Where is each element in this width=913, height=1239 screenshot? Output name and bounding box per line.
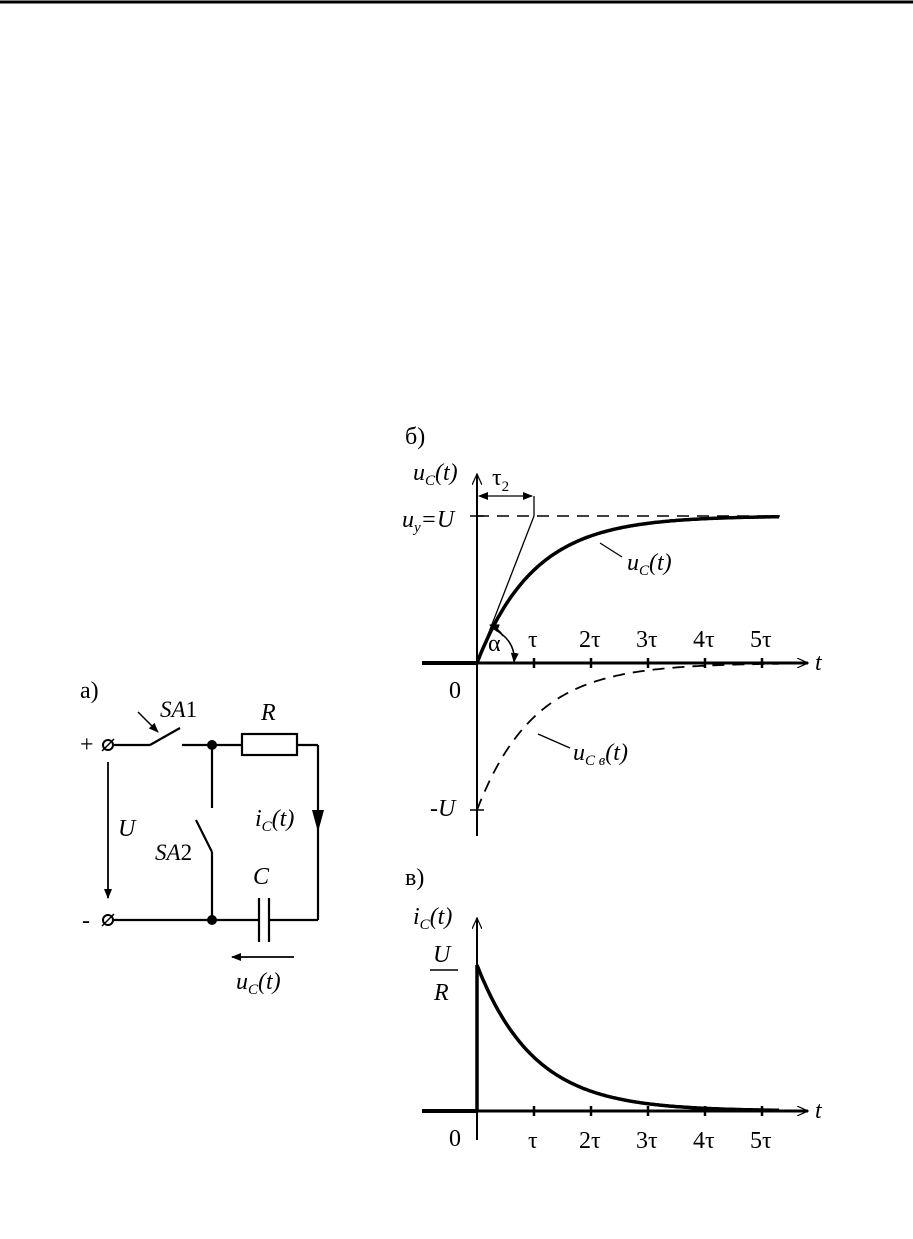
current-chart-ytick-num: U [433, 942, 452, 968]
capacitor-label: C [253, 864, 270, 890]
x-tick-label-1: τ [528, 1128, 538, 1154]
panel-label-b: б) [405, 424, 425, 450]
voltage-chart-origin: 0 [449, 678, 461, 704]
ucv-curve [477, 664, 779, 810]
minus-terminal-label: - [82, 908, 90, 934]
current-label: iC(t) [255, 806, 294, 835]
x-tick-label-3: 3τ [636, 1128, 658, 1154]
current-chart-ylabel: iC(t) [413, 904, 452, 933]
voltage-chart-ytick-top: uy=U [402, 507, 456, 536]
current-chart-ytick-den: R [433, 980, 449, 1006]
switch-sa1-arrow [138, 712, 158, 732]
switch-sa2-label: SA2 [155, 840, 192, 865]
circuit-diagram: а) + - SA1 R iC(t) SA2 C [80, 678, 324, 998]
x-tick-label-2: 2τ [579, 1128, 601, 1154]
current-chart-ticks: τ 2τ 3τ 4τ 5τ [528, 1106, 772, 1154]
switch-sa1-label: SA1 [160, 697, 197, 722]
x-tick-label-4: 4τ [693, 1128, 715, 1154]
x-tick-label-4: 4τ [693, 627, 715, 653]
source-voltage-label: U [118, 816, 137, 842]
switch-sa2-blade [196, 820, 212, 852]
current-chart-origin: 0 [449, 1126, 461, 1152]
plus-terminal-label: + [80, 732, 94, 758]
voltage-chart: б) uC(t) t 0 uy=U -U τ2 α uC(t) uC в(t) … [402, 424, 823, 836]
resistor-label: R [260, 700, 276, 726]
current-chart-xlabel: t [815, 1098, 823, 1124]
switch-sa1-blade [150, 728, 180, 745]
x-tick-label-1: τ [528, 627, 538, 653]
current-chart: в) iC(t) t 0 U R τ 2τ 3τ 4τ 5τ [405, 865, 823, 1154]
uc-series-label: uC(t) [627, 550, 672, 579]
x-tick-label-5: 5τ [750, 627, 772, 653]
voltage-chart-ytick-bottom: -U [430, 796, 457, 822]
x-tick-label-3: 3τ [636, 627, 658, 653]
ucv-label-leader [538, 734, 570, 748]
panel-label-c: в) [405, 865, 424, 891]
x-tick-label-2: 2τ [579, 627, 601, 653]
current-chart-series [477, 965, 779, 1111]
panel-label-a: а) [80, 678, 99, 704]
voltage-chart-xlabel: t [815, 650, 823, 676]
resistor-r [242, 734, 297, 755]
current-arrow [312, 810, 324, 832]
uc-label-leader [600, 543, 622, 557]
cap-voltage-label: uC(t) [236, 969, 281, 998]
ucv-series-label: uC в(t) [573, 740, 628, 769]
voltage-chart-ylabel: uC(t) [413, 460, 458, 489]
x-tick-label-5: 5τ [750, 1128, 772, 1154]
tau-annotation: τ2 [492, 465, 509, 495]
uc-curve [477, 517, 779, 663]
ic-curve [477, 965, 779, 1110]
